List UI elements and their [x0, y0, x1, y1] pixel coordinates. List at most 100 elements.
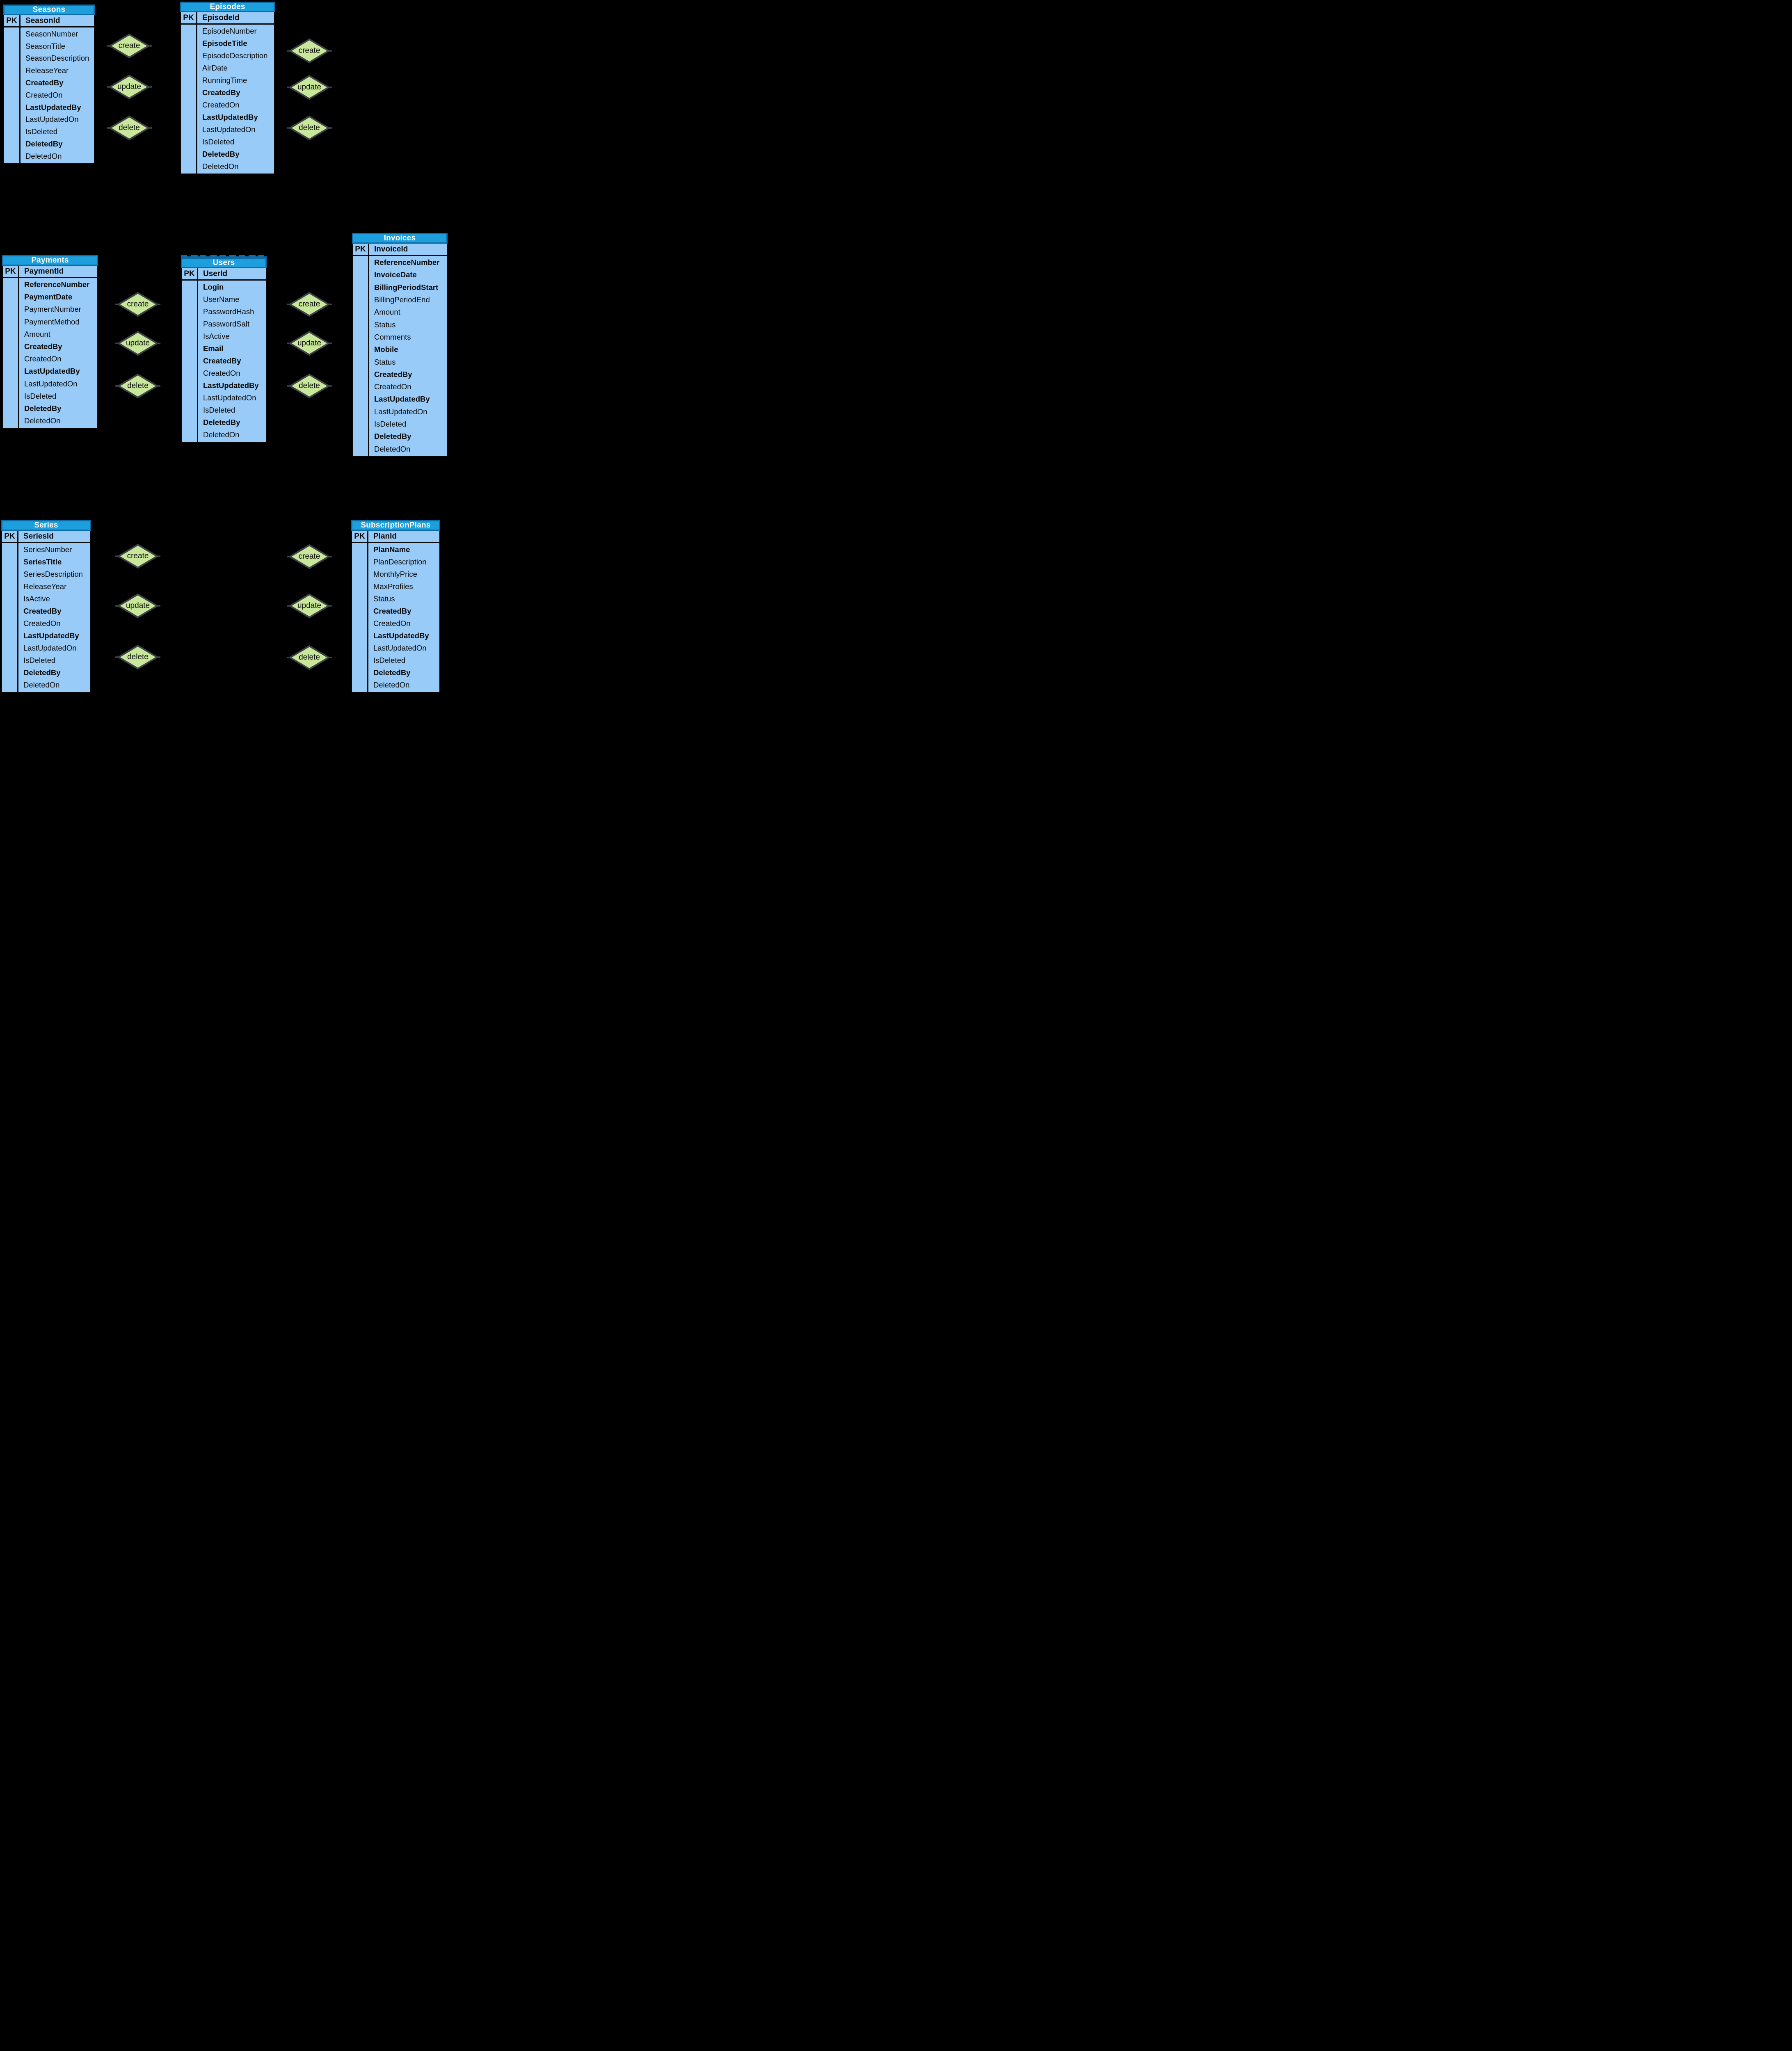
crud-diamond-update[interactable]: update — [287, 75, 332, 100]
pk-row: PK SeriesId — [2, 531, 90, 543]
field-Login: Login — [203, 283, 224, 291]
crud-diamond-update[interactable]: update — [107, 74, 152, 100]
diamond-shape — [287, 645, 332, 670]
pk-column — [4, 27, 21, 163]
crud-diamond-update[interactable]: update — [287, 593, 332, 619]
diamond-shape — [287, 38, 332, 64]
crud-diamond-create[interactable]: create — [287, 292, 332, 317]
diamond-shape — [115, 644, 160, 670]
crud-diamond-delete[interactable]: delete — [287, 373, 332, 399]
diamond-label: create — [118, 41, 140, 50]
crud-diamond-delete[interactable]: delete — [115, 644, 160, 670]
field-DeletedBy: DeletedBy — [202, 150, 240, 158]
field-Comments: Comments — [374, 332, 411, 341]
diamond-shape — [287, 75, 332, 100]
field-DeletedOn: DeletedOn — [373, 681, 410, 689]
crud-diamond-create[interactable]: create — [115, 544, 160, 569]
diamond-label: create — [298, 46, 320, 55]
field-DeletedOn: DeletedOn — [23, 681, 60, 689]
field-AirDate: AirDate — [202, 64, 228, 72]
pk-row: PK InvoiceId — [353, 244, 447, 256]
diamond-label: create — [127, 300, 149, 308]
pk-row: PK PlanId — [352, 531, 439, 543]
diamond-shape — [287, 373, 332, 399]
diamond-shape — [107, 74, 152, 100]
field-IsDeleted: IsDeleted — [202, 137, 235, 146]
field-RunningTime: RunningTime — [202, 76, 247, 85]
diamond-label: delete — [299, 381, 320, 390]
diamond-label: delete — [119, 123, 140, 132]
diamond-label: update — [297, 601, 322, 610]
crud-diamond-update[interactable]: update — [115, 331, 160, 356]
crud-diamond-update[interactable]: update — [115, 593, 160, 619]
crud-diamond-create[interactable]: create — [115, 292, 160, 317]
field-Amount: Amount — [374, 308, 400, 317]
field-CreatedOn: CreatedOn — [23, 619, 61, 628]
pk-column — [2, 543, 18, 692]
diamond-label: update — [126, 601, 150, 610]
field-IsDeleted: IsDeleted — [373, 656, 406, 665]
crud-diamond-delete[interactable]: delete — [107, 115, 152, 141]
occluded-table-header-edge — [181, 255, 267, 258]
table-title: SubscriptionPlans — [351, 520, 440, 531]
field-IsDeleted: IsDeleted — [203, 406, 235, 414]
field-CreatedBy: CreatedBy — [373, 607, 411, 615]
diamond-shape — [115, 292, 160, 317]
field-LastUpdatedOn: LastUpdatedOn — [202, 125, 256, 134]
field-Amount: Amount — [24, 329, 50, 338]
crud-diamond-update[interactable]: update — [287, 331, 332, 356]
field-CreatedBy: CreatedBy — [24, 342, 62, 351]
crud-diamond-create[interactable]: create — [287, 38, 332, 64]
field-SeriesDescription: SeriesDescription — [23, 570, 83, 578]
field-DeletedBy: DeletedBy — [373, 668, 411, 677]
table-title: Invoices — [352, 233, 448, 244]
pk-field-name: PaymentId — [24, 267, 64, 276]
field-LastUpdatedOn: LastUpdatedOn — [24, 379, 78, 388]
diamond-shape — [107, 33, 152, 59]
field-SeasonNumber: SeasonNumber — [25, 29, 78, 38]
field-CreatedOn: CreatedOn — [373, 619, 411, 628]
diamond-shape — [115, 331, 160, 356]
diamond-shape — [115, 593, 160, 619]
field-SeriesNumber: SeriesNumber — [23, 545, 72, 554]
diamond-shape — [287, 593, 332, 619]
diamond-shape — [287, 292, 332, 317]
pk-badge: PK — [181, 12, 197, 23]
field-IsDeleted: IsDeleted — [23, 656, 56, 665]
pk-badge: PK — [3, 266, 19, 277]
field-CreatedOn: CreatedOn — [24, 354, 62, 363]
diamond-label: delete — [127, 381, 149, 390]
crud-diamond-delete[interactable]: delete — [287, 115, 332, 141]
field-LastUpdatedOn: LastUpdatedOn — [203, 393, 256, 402]
field-ReferenceNumber: ReferenceNumber — [24, 280, 90, 289]
field-IsActive: IsActive — [203, 332, 230, 340]
pk-row: PK PaymentId — [3, 266, 97, 278]
diamond-shape — [107, 115, 152, 141]
crud-diamond-delete[interactable]: delete — [115, 373, 160, 399]
crud-diamond-create[interactable]: create — [107, 33, 152, 59]
field-DeletedBy: DeletedBy — [24, 404, 62, 413]
field-DeletedOn: DeletedOn — [203, 430, 240, 439]
crud-diamond-create[interactable]: create — [287, 544, 332, 569]
pk-row: PK EpisodeId — [181, 12, 274, 25]
field-Status: Status — [373, 594, 395, 603]
field-CreatedBy: CreatedBy — [25, 78, 64, 87]
field-BillingPeriodStart: BillingPeriodStart — [374, 283, 439, 292]
pk-badge: PK — [182, 268, 198, 279]
field-EpisodeNumber: EpisodeNumber — [202, 27, 257, 35]
field-LastUpdatedOn: LastUpdatedOn — [373, 644, 427, 652]
crud-diamond-delete[interactable]: delete — [287, 645, 332, 670]
field-InvoiceDate: InvoiceDate — [374, 270, 417, 279]
field-DeletedOn: DeletedOn — [24, 416, 61, 425]
field-PaymentDate: PaymentDate — [24, 292, 73, 301]
field-LastUpdatedBy: LastUpdatedBy — [374, 395, 430, 404]
pk-column — [181, 25, 197, 174]
